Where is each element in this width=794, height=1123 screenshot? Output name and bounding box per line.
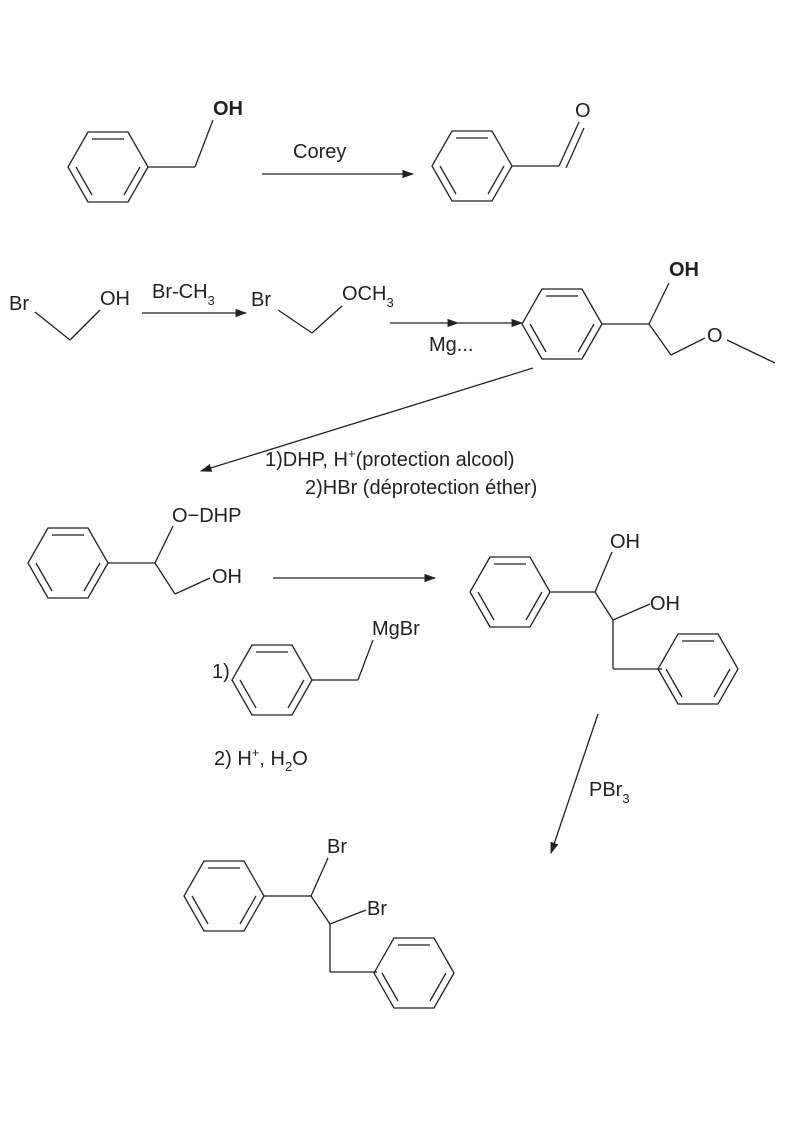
benzene-ring [183,860,265,932]
bromoethyl-methyl-ether-molecule: Br OCH3 [251,283,394,334]
methoxy-label: OCH3 [342,283,394,310]
hydrolysis-step-label: 2) H+, H2O [214,745,308,774]
pbr3-reagent-label: PBr3 [589,779,630,806]
hydroxyl-label: OH [669,259,699,281]
benzaldehyde-molecule: O [431,100,591,202]
benzene-ring [67,131,149,203]
ether-oxygen-label: O [707,325,723,347]
deprotection-step-label: 2)HBr (déprotection éther) [305,477,537,499]
step-one-label: 1) [212,661,230,683]
benzene-ring [373,937,455,1009]
benzyl-alcohol-molecule: OH [67,98,243,203]
phenyl-methoxyethanol-molecule: OH O [521,259,776,364]
bromine-label: Br [327,836,347,858]
reaction-arrow [199,367,534,472]
odhp-label: O−DHP [172,505,241,527]
benzene-ring [469,556,551,628]
mgbr-label: MgBr [372,618,420,640]
protected-diol-molecule: O−DHP OH [27,505,242,599]
hydroxyl-label: OH [213,98,243,120]
methylation-reagent-label: Br-CH3 [152,281,215,308]
hydroxyl-label: OH [610,531,640,553]
benzylmagnesium-bromide-molecule: 1) MgBr [212,618,420,716]
hydroxyl-label: OH [212,566,242,588]
bromine-label: Br [367,898,387,920]
diphenyl-propanediol-molecule: OH OH [469,531,739,705]
reaction-arrow [550,713,599,855]
bromine-label: Br [251,289,271,311]
benzene-ring [231,644,313,716]
bromoethanol-molecule: Br OH [9,288,130,341]
benzene-ring [431,130,513,202]
benzene-ring [27,527,109,599]
magnesium-label: Mg... [429,334,473,356]
protection-step-label: 1)DHP, H+(protection alcool) [265,446,515,471]
carbonyl-oxygen-label: O [575,100,591,122]
bromine-label: Br [9,293,29,315]
hydroxyl-label: OH [100,288,130,310]
corey-reagent-label: Corey [293,141,346,163]
hydroxyl-label: OH [650,593,680,615]
benzene-ring [521,288,603,360]
dibromo-diphenylpropane-molecule: Br Br [183,836,455,1009]
benzene-ring [657,633,739,705]
